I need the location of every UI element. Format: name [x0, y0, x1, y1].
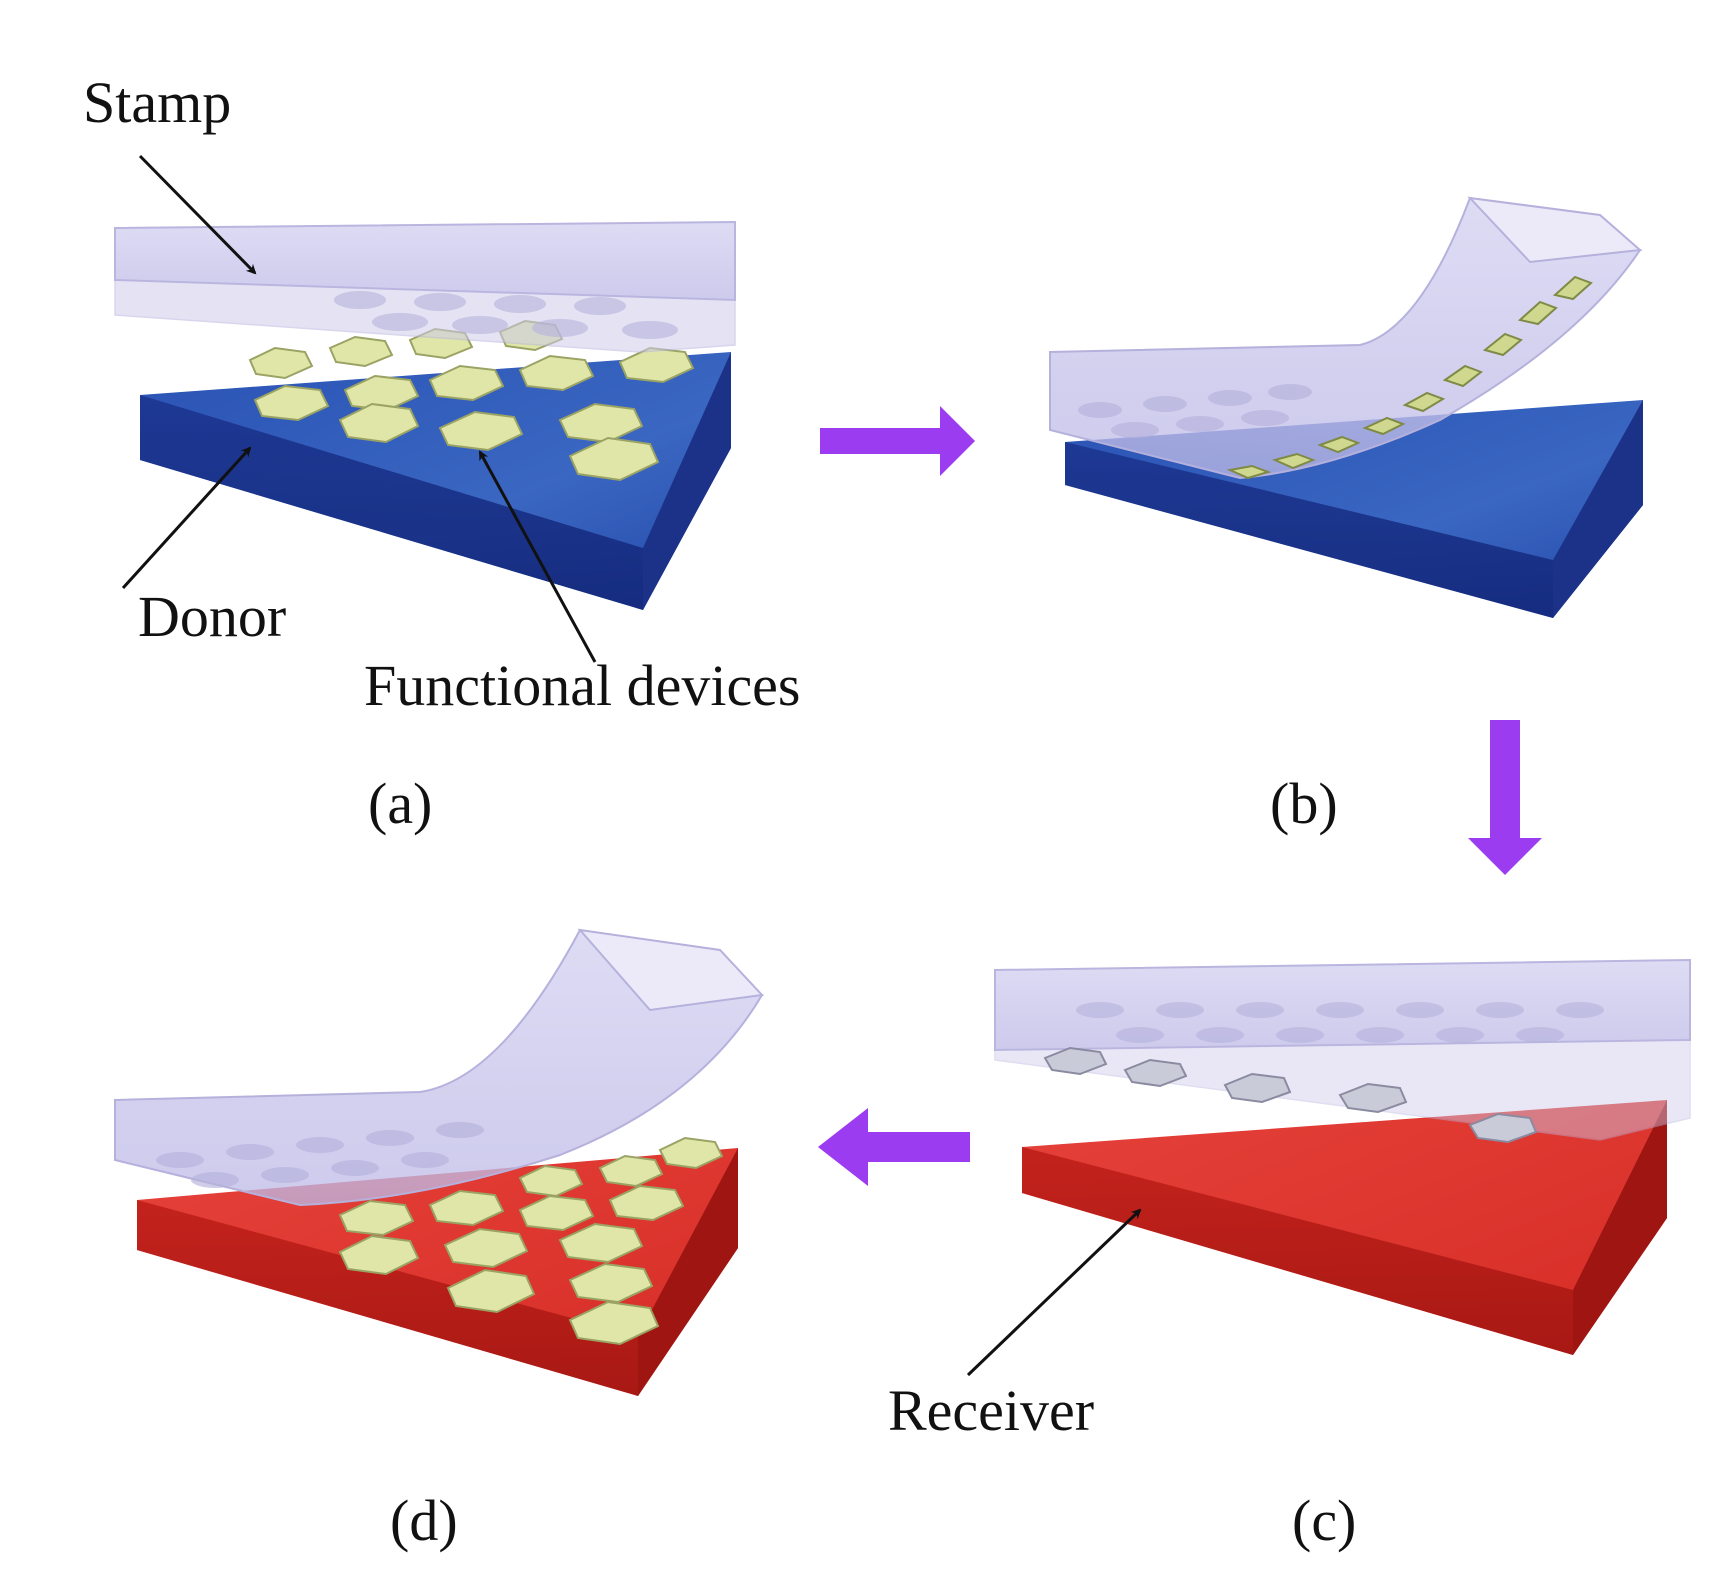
stamp-label: Stamp: [83, 70, 231, 135]
stamp-peeling-b: [1049, 196, 1642, 480]
donor-substrate-edge: [643, 352, 731, 610]
receiver-label: Receiver: [888, 1378, 1094, 1443]
panel-b: (b): [1049, 196, 1643, 836]
stamp-devices-c: [1043, 1046, 1538, 1144]
panel-c: Receiver (c): [888, 958, 1691, 1553]
stamp-recesses-b: [1078, 384, 1312, 438]
receiver-substrate-edge-d: [638, 1148, 738, 1396]
process-arrow-a-to-b: [820, 406, 975, 476]
stamp-peel-end-b: [1467, 196, 1643, 264]
donor-substrate-edge-b: [1553, 400, 1643, 618]
receiver-substrate-side: [1022, 1147, 1573, 1355]
stamp-peel-end-d: [577, 928, 765, 1012]
picked-devices-b: [1226, 275, 1593, 480]
stamp-peeling-body-d: [114, 928, 764, 1207]
receiver-substrate-side-d: [137, 1200, 638, 1396]
panel-a: Stamp Donor Functional devices (a): [83, 70, 801, 836]
stamp-recesses-a: [334, 291, 678, 339]
donor-substrate-side: [140, 395, 643, 610]
devices-pointer-arrow: [478, 450, 597, 663]
panel-b-label: (b): [1270, 771, 1338, 836]
panel-a-label: (a): [368, 771, 432, 836]
panel-d-label: (d): [390, 1488, 458, 1553]
stamp-pointer-arrow: [138, 154, 257, 275]
printed-devices-d: [338, 1136, 724, 1346]
donor-substrate-side-b: [1065, 442, 1553, 618]
process-arrows: [818, 406, 1542, 1186]
receiver-pointer-arrow: [966, 1208, 1142, 1377]
donor-pointer-arrow: [121, 446, 252, 590]
donor-label: Donor: [138, 584, 286, 649]
process-arrow-c-to-d: [818, 1108, 970, 1186]
stamp-recesses-c: [1076, 1002, 1604, 1043]
panel-c-label: (c): [1292, 1488, 1356, 1553]
receiver-substrate-edge: [1573, 1100, 1667, 1355]
stamp-recesses-d: [156, 1122, 484, 1188]
functional-devices-label: Functional devices: [364, 653, 801, 718]
panel-d: (d): [114, 928, 765, 1553]
process-arrow-b-to-c: [1468, 720, 1542, 875]
